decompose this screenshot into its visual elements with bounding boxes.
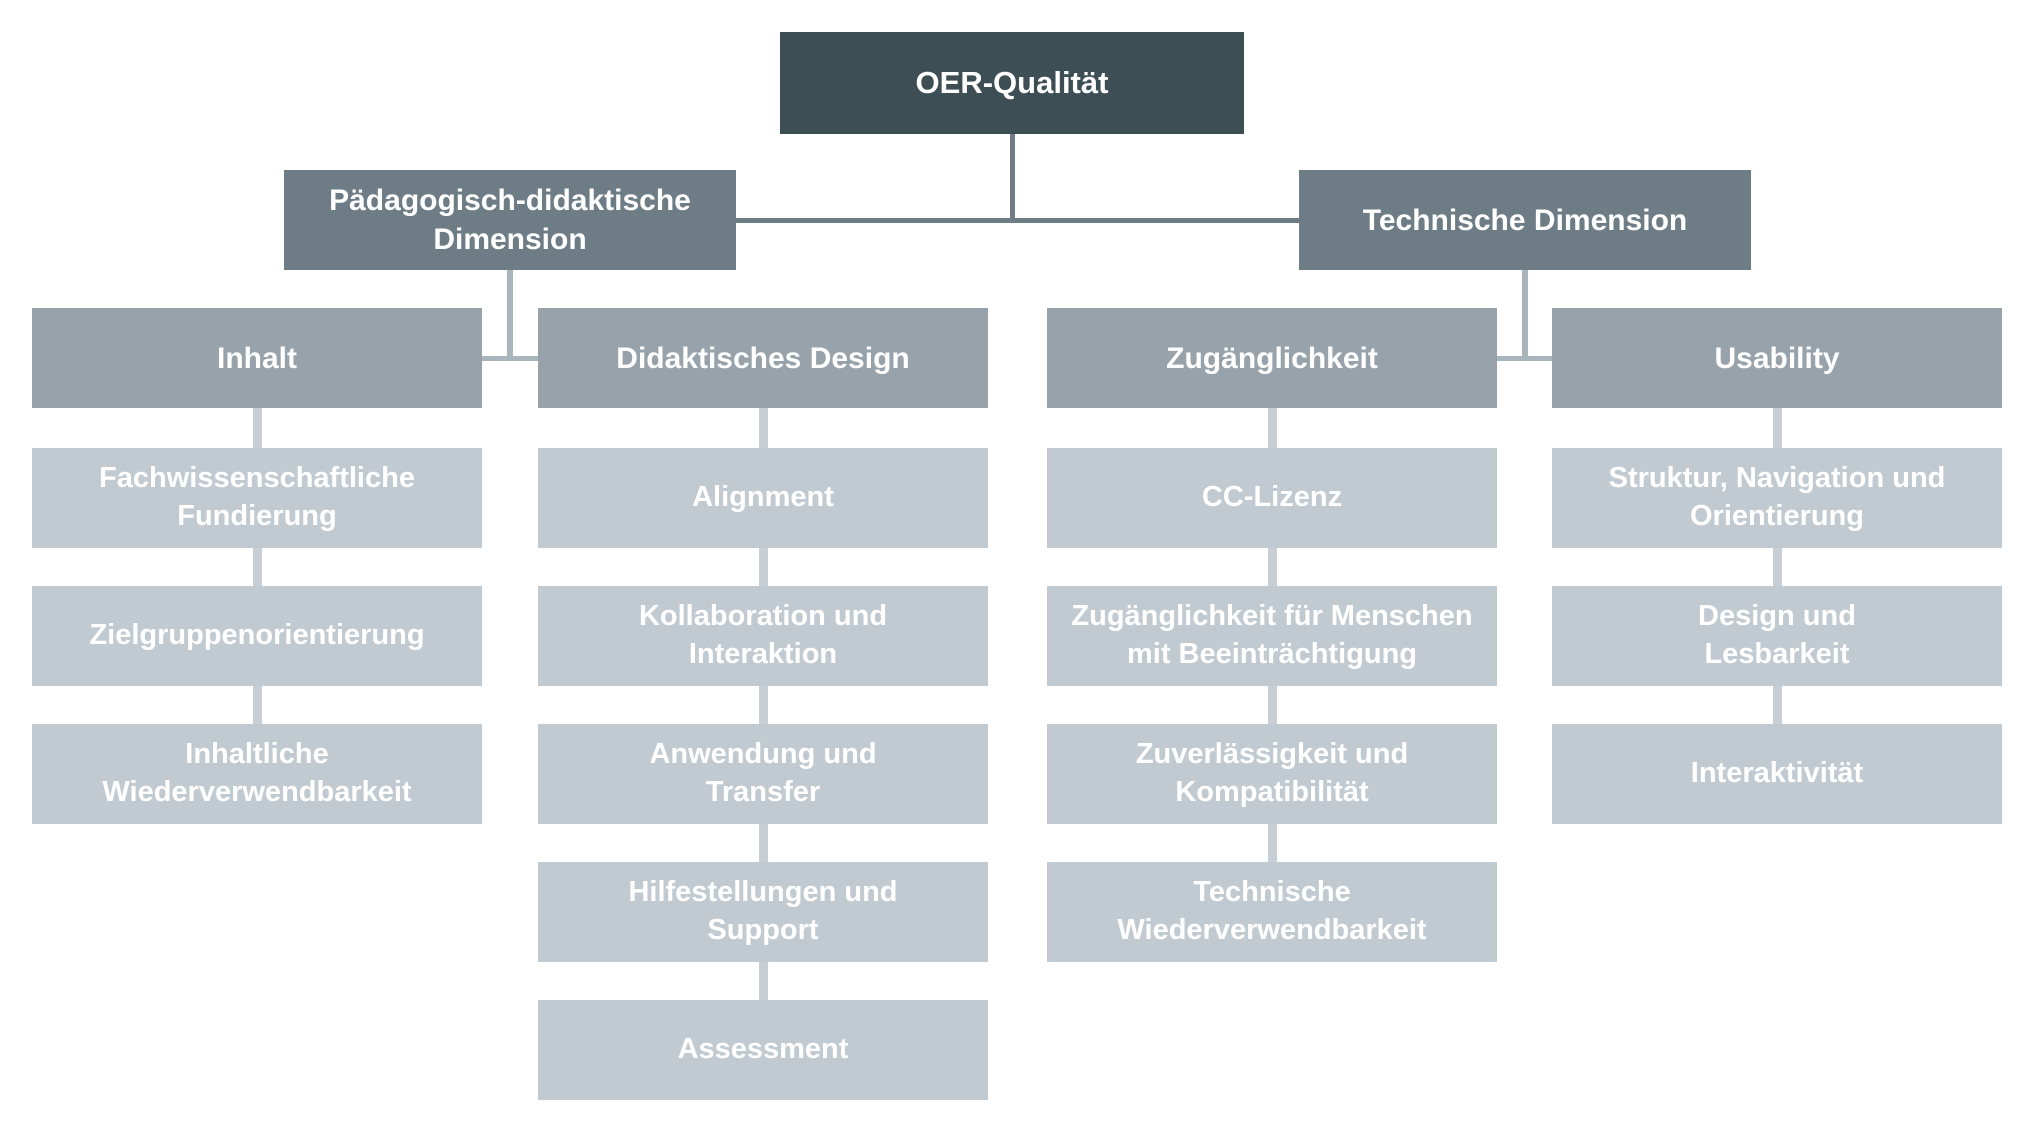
connector-zugaenglichkeit-2 — [1268, 548, 1277, 586]
connector-didaktisches-design-2 — [759, 548, 768, 586]
connector-paedagogisch-horizontal — [482, 356, 538, 361]
connector-paedagogisch-vertical — [507, 270, 513, 361]
node-zugaenglichkeit-fuer-menschen-mit-beeintraechtigung: Zugänglichkeit für Menschen mit Beeinträ… — [1047, 586, 1497, 686]
connector-usability-2 — [1773, 548, 1782, 586]
connector-didaktisches-design-1 — [759, 408, 768, 448]
node-anwendung-und-transfer: Anwendung und Transfer — [538, 724, 988, 824]
connector-inhalt-1 — [253, 408, 262, 448]
node-paedagogisch-didaktische-dimension: Pädagogisch-didaktische Dimension — [284, 170, 736, 270]
connector-inhalt-3 — [253, 686, 262, 724]
connector-technisch-horizontal — [1497, 356, 1552, 361]
connector-usability-3 — [1773, 686, 1782, 724]
connector-root-vertical — [1010, 134, 1015, 223]
node-zielgruppenorientierung: Zielgruppenorientierung — [32, 586, 482, 686]
connector-inhalt-2 — [253, 548, 262, 586]
connector-didaktisches-design-4 — [759, 824, 768, 862]
node-zugaenglichkeit: Zugänglichkeit — [1047, 308, 1497, 408]
node-zuverlaessigkeit-und-kompatibilitaet: Zuverlässigkeit und Kompatibilität — [1047, 724, 1497, 824]
node-alignment: Alignment — [538, 448, 988, 548]
node-inhaltliche-wiederverwendbarkeit: Inhaltliche Wiederverwendbarkeit — [32, 724, 482, 824]
node-design-und-lesbarkeit: Design und Lesbarkeit — [1552, 586, 2002, 686]
node-cc-lizenz: CC-Lizenz — [1047, 448, 1497, 548]
connector-usability-1 — [1773, 408, 1782, 448]
connector-zugaenglichkeit-3 — [1268, 686, 1277, 724]
connector-root-horizontal — [736, 218, 1299, 223]
connector-didaktisches-design-3 — [759, 686, 768, 724]
connector-didaktisches-design-5 — [759, 962, 768, 1000]
node-interaktivitaet: Interaktivität — [1552, 724, 2002, 824]
node-technische-wiederverwendbarkeit: Technische Wiederverwendbarkeit — [1047, 862, 1497, 962]
node-hilfestellungen-und-support: Hilfestellungen und Support — [538, 862, 988, 962]
node-oer-qualitaet: OER-Qualität — [780, 32, 1244, 134]
node-inhalt: Inhalt — [32, 308, 482, 408]
connector-zugaenglichkeit-1 — [1268, 408, 1277, 448]
node-fachwissenschaftliche-fundierung: Fachwissenschaftliche Fundierung — [32, 448, 482, 548]
connector-zugaenglichkeit-4 — [1268, 824, 1277, 862]
node-kollaboration-und-interaktion: Kollaboration und Interaktion — [538, 586, 988, 686]
node-assessment: Assessment — [538, 1000, 988, 1100]
node-struktur-navigation-und-orientierung: Struktur, Navigation und Orientierung — [1552, 448, 2002, 548]
connector-technisch-vertical — [1522, 270, 1528, 361]
node-didaktisches-design: Didaktisches Design — [538, 308, 988, 408]
node-usability: Usability — [1552, 308, 2002, 408]
node-technische-dimension: Technische Dimension — [1299, 170, 1751, 270]
